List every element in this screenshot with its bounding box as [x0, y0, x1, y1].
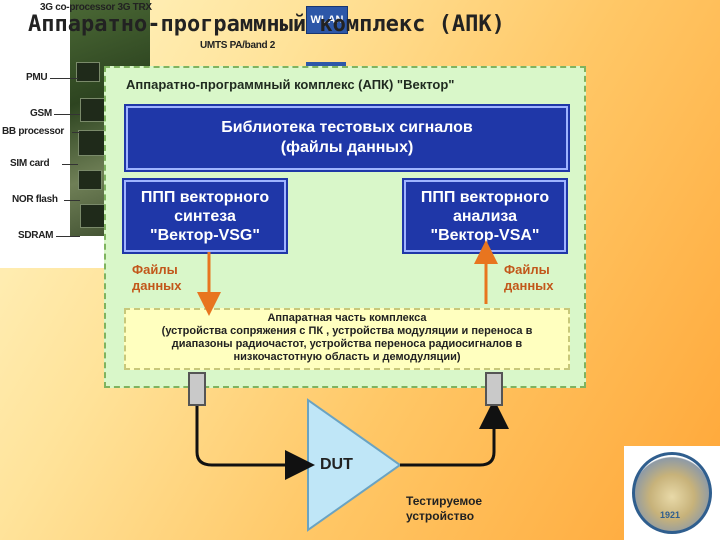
input-connector	[485, 372, 503, 406]
dut-label: DUT	[320, 456, 353, 474]
university-seal: 1921	[624, 446, 720, 540]
dut-description: Тестируемое устройство	[406, 494, 482, 524]
cable-from-dut	[400, 414, 494, 465]
seal-emblem-icon	[632, 452, 712, 534]
output-connector	[188, 372, 206, 406]
seal-year: 1921	[660, 510, 680, 520]
dut-desc-line1: Тестируемое	[406, 494, 482, 509]
dut-desc-line2: устройство	[406, 509, 482, 524]
cable-to-dut	[197, 406, 300, 465]
